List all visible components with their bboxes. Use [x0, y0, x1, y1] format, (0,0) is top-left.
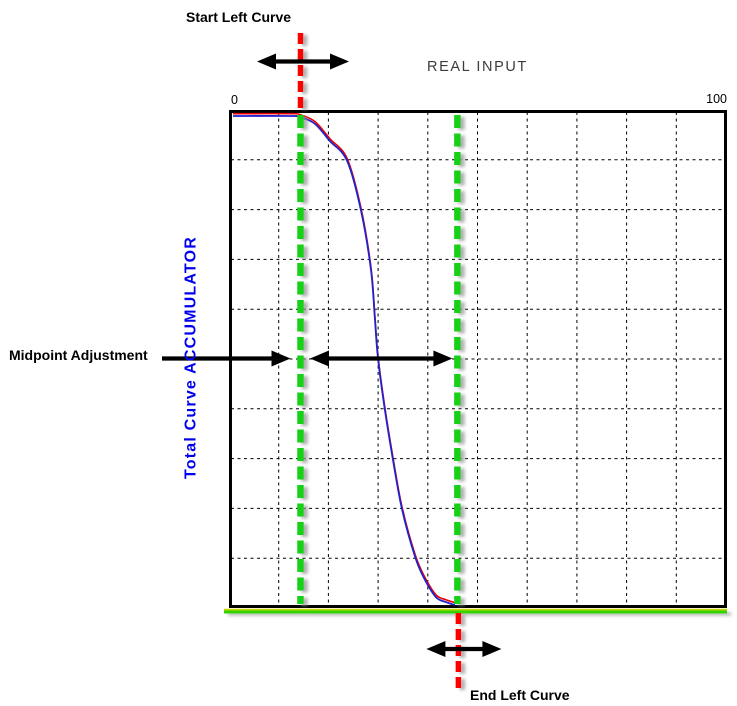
arrow-head-right — [329, 53, 349, 70]
x-tick-min: 0 — [231, 93, 238, 107]
grid-lines — [231, 112, 725, 606]
x-axis-title: REAL INPUT — [427, 59, 528, 75]
y-axis-title: Total Curve ACCUMULATOR — [182, 236, 200, 480]
arrow-head-right — [433, 350, 453, 367]
arrow-head-right — [482, 641, 502, 657]
end-left-curve-label: End Left Curve — [470, 687, 570, 703]
midpoint-adjustment-label: Midpoint Adjustment — [9, 347, 148, 363]
end-adjust-arrow — [426, 641, 502, 657]
start-adjust-arrow — [256, 53, 349, 70]
arrow-head-right — [271, 350, 291, 367]
x-tick-max: 100 — [706, 92, 727, 106]
arrow-head-left — [309, 350, 329, 367]
midpoint-range-arrow — [309, 350, 453, 367]
total-curve-blue — [232, 115, 456, 606]
midpoint-pointer-arrow — [162, 350, 291, 367]
start-left-curve-label: Start Left Curve — [186, 9, 292, 25]
arrow-head-left — [256, 53, 276, 70]
arrow-head-left — [426, 641, 446, 657]
